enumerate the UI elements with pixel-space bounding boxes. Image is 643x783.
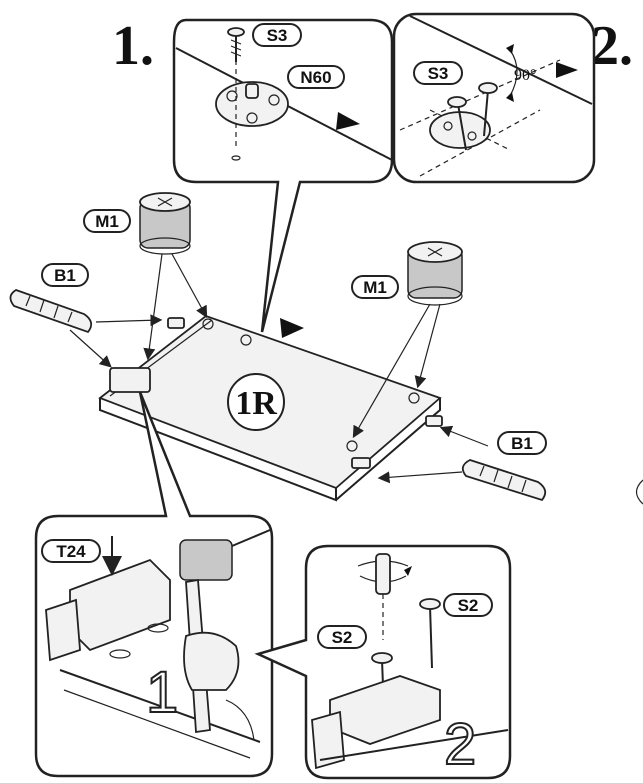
step-2-number: 2.	[591, 15, 633, 77]
svg-text:S2: S2	[458, 596, 479, 615]
tag-m1-right: M1	[351, 275, 399, 299]
svg-text:1R: 1R	[235, 385, 277, 422]
svg-text:B1: B1	[511, 434, 533, 453]
tag-s3-a: S3	[252, 23, 302, 47]
callout-screwdriver-detail: 2	[254, 544, 512, 780]
tag-s2-left: S2	[317, 625, 367, 649]
svg-text:M1: M1	[95, 212, 119, 231]
svg-text:B1: B1	[54, 266, 76, 285]
step-1-number: 1.	[112, 15, 154, 77]
cam-lock-m1-right	[407, 241, 463, 306]
tag-m1-left: M1	[83, 209, 131, 233]
svg-text:N60: N60	[300, 68, 331, 87]
tag-b1-right: B1	[497, 431, 547, 455]
svg-text:T24: T24	[56, 542, 86, 561]
cam-lock-m1-left	[139, 192, 191, 255]
dowel-b1-left	[9, 289, 93, 334]
tag-n60: N60	[287, 65, 345, 89]
angle-label: 90°	[514, 67, 536, 84]
svg-text:S3: S3	[428, 64, 449, 83]
partial-circle-edge	[635, 479, 643, 505]
svg-text:S3: S3	[267, 26, 288, 45]
tag-t24: T24	[41, 539, 101, 563]
svg-text:S2: S2	[332, 628, 353, 647]
board-label-1r: 1R	[227, 373, 285, 431]
svg-text:M1: M1	[363, 278, 387, 297]
dowel-b1-right	[461, 459, 547, 502]
callout-hammer-detail: 1	[34, 391, 274, 778]
callout-screw-angle-detail: 90°	[392, 12, 596, 184]
tag-s3-b: S3	[413, 61, 463, 85]
substep-2-number: 2	[444, 712, 476, 777]
tag-b1-left: B1	[41, 263, 89, 287]
tag-s2-right: S2	[443, 593, 493, 617]
callout-cam-lock-detail	[172, 18, 394, 333]
substep-1-number: 1	[146, 660, 178, 725]
